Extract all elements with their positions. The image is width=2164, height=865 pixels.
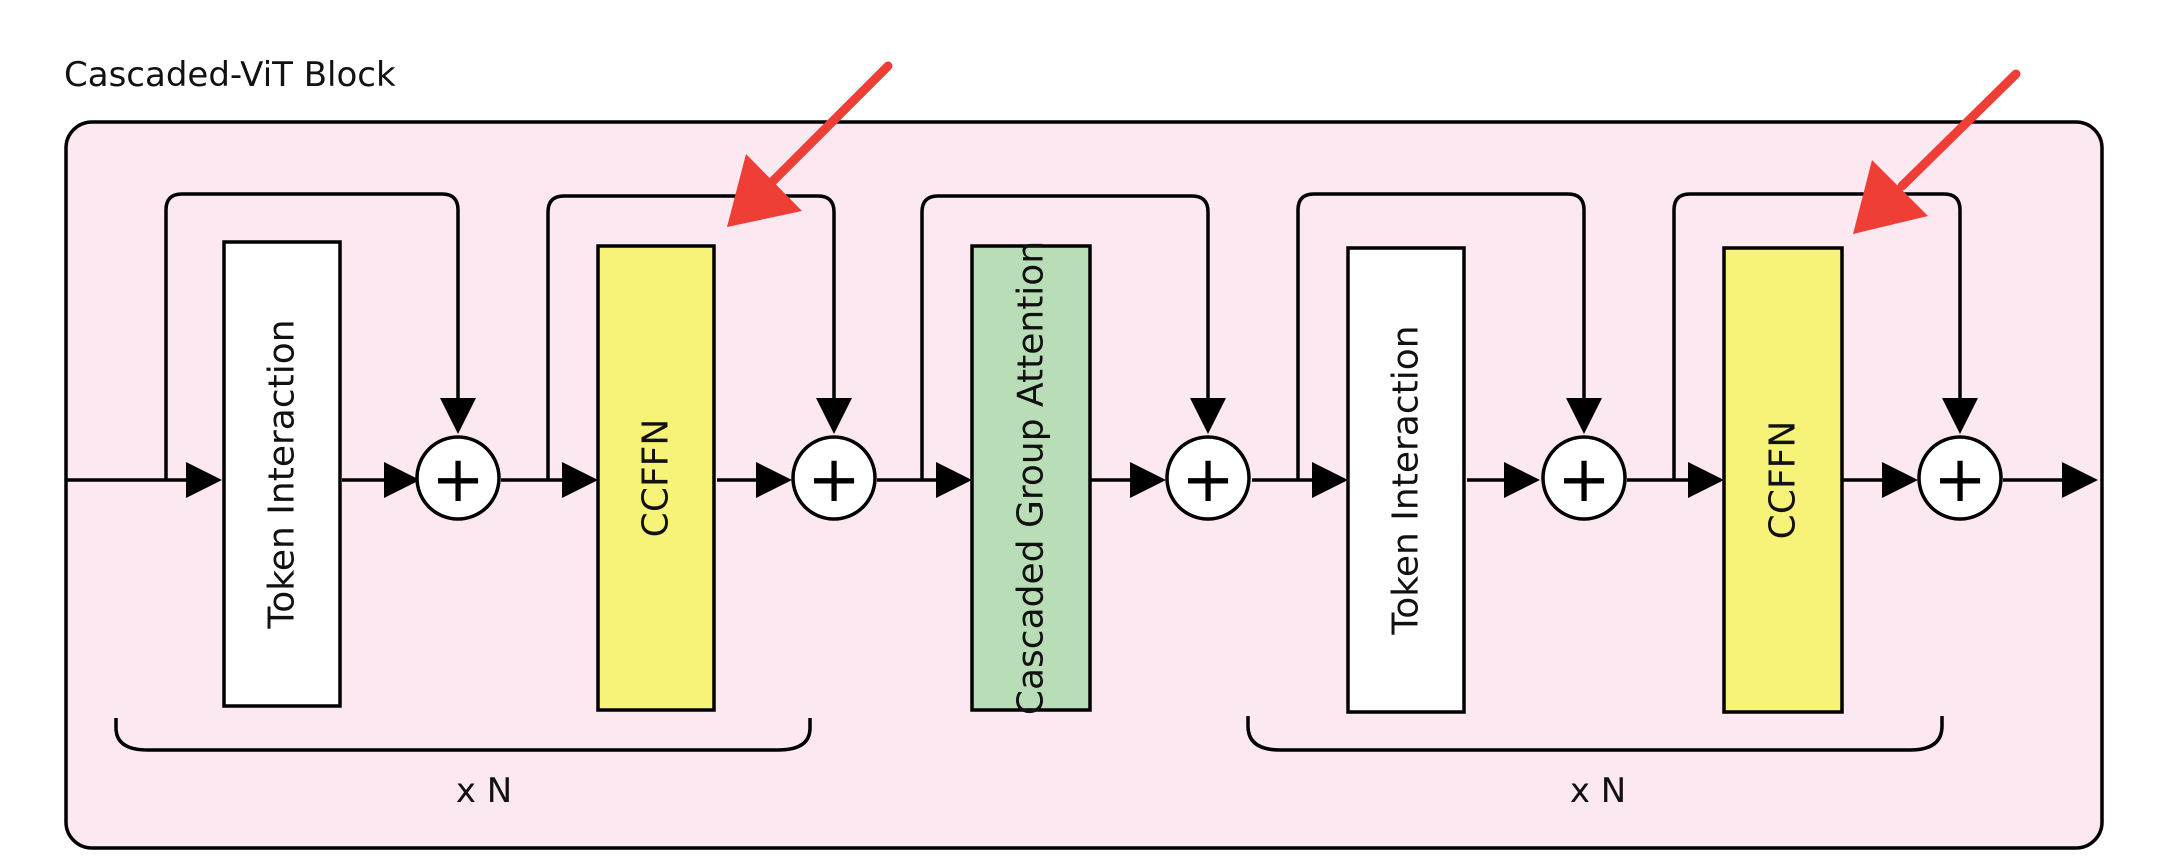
module-token-interaction-2: Token Interaction bbox=[1346, 246, 1466, 714]
adder-circle bbox=[791, 435, 877, 521]
plus-icon: + bbox=[431, 443, 485, 517]
token-interaction-box bbox=[1346, 246, 1466, 714]
arrowhead bbox=[1504, 462, 1540, 498]
ccffn-box bbox=[1722, 246, 1844, 714]
module-ccffn-1: CCFFN bbox=[596, 244, 716, 712]
repeat-group-2: x N bbox=[1246, 716, 1944, 811]
token-interaction-label: Token Interaction bbox=[262, 319, 303, 629]
adder-circle bbox=[1165, 435, 1251, 521]
arrowhead bbox=[1688, 462, 1724, 498]
repeat-label: x N bbox=[456, 771, 512, 811]
arrowhead bbox=[1190, 398, 1226, 434]
highlight-arrow-head bbox=[1853, 160, 1928, 234]
skip-connection bbox=[920, 194, 1210, 480]
module-cascaded-group-attention: Cascaded Group Attention bbox=[970, 241, 1092, 715]
plus-icon: + bbox=[807, 443, 861, 517]
repeat-brace bbox=[114, 718, 812, 752]
adder-circle bbox=[1541, 435, 1627, 521]
arrowhead bbox=[1882, 462, 1918, 498]
adder-circle bbox=[1917, 435, 2003, 521]
repeat-group-1: x N bbox=[114, 718, 812, 811]
plus-icon: + bbox=[1181, 443, 1235, 517]
token-interaction-box bbox=[222, 240, 342, 708]
arrowhead bbox=[1566, 398, 1602, 434]
highlight-arrow-icon bbox=[727, 61, 893, 227]
arrowhead bbox=[384, 462, 420, 498]
adders: + + + + + bbox=[415, 435, 2003, 521]
ccffn-box bbox=[596, 244, 716, 712]
adder: + bbox=[1917, 435, 2003, 521]
highlight-arrow-icon bbox=[1853, 69, 2021, 234]
repeat-brace bbox=[1246, 716, 1944, 752]
adder-circle bbox=[415, 435, 501, 521]
highlight-arrow-shaft bbox=[1897, 69, 2021, 191]
highlight-arrow-head bbox=[727, 154, 802, 227]
cascaded-group-attention-box bbox=[970, 244, 1092, 712]
ccffn-label: CCFFN bbox=[1763, 421, 1804, 540]
arrowheads bbox=[186, 398, 2098, 498]
skip-connection bbox=[1296, 192, 1586, 480]
adder: + bbox=[1165, 435, 1251, 521]
cascaded-group-attention-label: Cascaded Group Attention bbox=[1011, 241, 1052, 715]
skip-connection bbox=[164, 192, 460, 480]
arrowhead bbox=[2062, 462, 2098, 498]
block-title: Cascaded-ViT Block bbox=[64, 55, 396, 95]
plus-icon: + bbox=[1933, 443, 1987, 517]
skip-connection bbox=[546, 194, 836, 480]
adder: + bbox=[791, 435, 877, 521]
arrowhead bbox=[562, 462, 598, 498]
arrowhead bbox=[816, 398, 852, 434]
arrowhead bbox=[1312, 462, 1348, 498]
arrowhead bbox=[1130, 462, 1166, 498]
ccffn-label: CCFFN bbox=[636, 419, 677, 538]
adder: + bbox=[415, 435, 501, 521]
arrowhead bbox=[186, 462, 222, 498]
plus-icon: + bbox=[1557, 443, 1611, 517]
repeat-label: x N bbox=[1570, 771, 1626, 811]
arrowhead bbox=[936, 462, 972, 498]
arrowhead bbox=[1942, 398, 1978, 434]
arrowhead bbox=[756, 462, 792, 498]
adder: + bbox=[1541, 435, 1627, 521]
highlight-arrow-shaft bbox=[767, 61, 893, 187]
token-interaction-label: Token Interaction bbox=[1386, 325, 1427, 635]
skip-connection bbox=[1672, 192, 1962, 480]
module-token-interaction-1: Token Interaction bbox=[222, 240, 342, 708]
arrowhead bbox=[440, 398, 476, 434]
module-ccffn-2: CCFFN bbox=[1722, 246, 1844, 714]
skip-connections bbox=[164, 192, 1962, 480]
